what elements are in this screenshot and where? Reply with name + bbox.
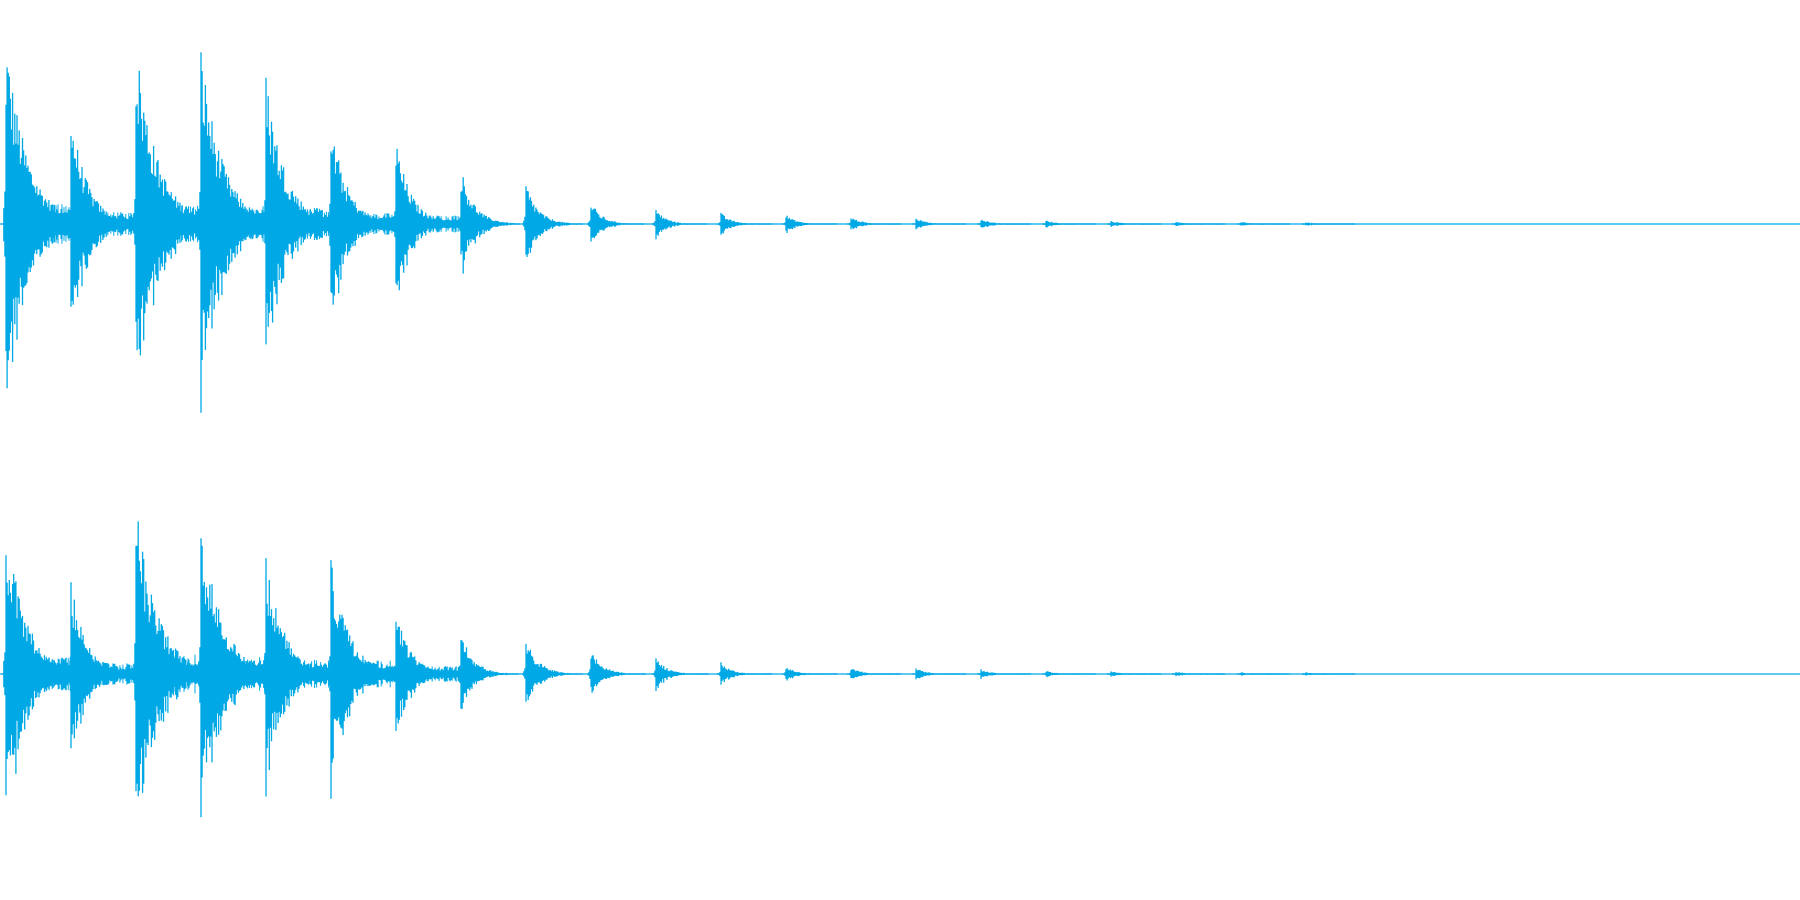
waveform-hit-path [782, 215, 838, 233]
waveform-hit [587, 207, 645, 242]
waveform-hit [782, 215, 838, 233]
waveform-hit-path [1237, 222, 1291, 226]
waveform-hit-path [912, 218, 967, 230]
waveform-hit-path [1042, 671, 1097, 678]
waveform-hit [457, 177, 520, 274]
waveform-hit [67, 582, 139, 749]
waveform-tail-path [293, 660, 332, 688]
waveform-hit [67, 136, 140, 307]
waveform-tail-path [95, 663, 137, 685]
waveform-hit [262, 558, 339, 797]
waveform-hit [717, 212, 773, 235]
waveform-hit [782, 668, 838, 681]
waveform-hit [1302, 222, 1356, 226]
waveform-hit [457, 640, 519, 709]
waveform-hit-path [1042, 220, 1097, 228]
waveform-hit [327, 560, 403, 799]
waveform-hit-path [1302, 222, 1356, 226]
waveform-hit-path [457, 640, 519, 709]
waveform-hit [1042, 220, 1097, 228]
waveform-hit-path [522, 186, 583, 257]
waveform-hit [262, 77, 342, 345]
waveform-hit [977, 669, 1032, 679]
waveform-hit [652, 658, 709, 691]
waveform-hit-path [1172, 672, 1226, 677]
waveform-hit [1042, 671, 1097, 678]
waveform-channel-2[interactable] [0, 450, 1800, 900]
waveform-hit-path [1172, 222, 1226, 226]
waveform-hit [717, 662, 773, 685]
waveform-tail-path [355, 213, 397, 235]
waveform-hit-path [1107, 221, 1162, 227]
waveform-hit [1237, 672, 1291, 676]
waveform-tail-path [96, 212, 137, 236]
waveform-hit-path [457, 177, 520, 274]
waveform-hit-path [717, 212, 773, 235]
waveform-hit [1107, 671, 1162, 677]
waveform-hit [652, 210, 708, 240]
waveform-tail-path [357, 660, 396, 688]
waveform-hit-path [977, 669, 1032, 679]
waveform-tail-path [232, 656, 267, 692]
waveform-hit-path [587, 207, 645, 242]
waveform-hit-path [977, 219, 1032, 228]
waveform-hit [847, 669, 902, 679]
waveform-hit [847, 218, 902, 230]
waveform-hit-path [847, 218, 902, 230]
waveform-hit-path [912, 668, 967, 680]
waveform-tail-path [232, 206, 266, 242]
waveform-hit [392, 148, 461, 291]
waveform-hit-path [1107, 671, 1162, 677]
waveform-hit [587, 655, 646, 693]
waveform-hit [327, 146, 399, 305]
waveform-tail-path [417, 666, 461, 682]
waveform-hit-path [587, 655, 646, 693]
waveform-hit-path [1237, 672, 1291, 676]
waveform-hit [522, 643, 583, 702]
waveform-tail-path [418, 215, 461, 233]
waveform-hit-path [782, 668, 838, 681]
waveform-hit [912, 218, 967, 230]
waveform-hit-path [652, 210, 708, 240]
waveform-hit-path [1302, 672, 1356, 676]
waveform-hit-path [262, 77, 342, 345]
waveform-hit-path [717, 662, 773, 685]
waveform-hit-path [522, 643, 583, 702]
waveform-hit [1172, 672, 1226, 677]
waveform-hit [1107, 221, 1162, 227]
waveform-channel-2-svg [0, 521, 1800, 818]
waveform-hit [1302, 672, 1356, 676]
waveform-channel-1[interactable] [0, 0, 1800, 450]
waveform-hit [1172, 222, 1226, 226]
waveform-hit-path [847, 669, 902, 679]
waveform-channel-1-svg [0, 52, 1800, 413]
waveform-hit-path [652, 658, 709, 691]
waveform-hit [912, 668, 967, 680]
waveform-hit [392, 621, 461, 731]
waveform-tail-path [168, 205, 202, 243]
waveform-hit [977, 219, 1032, 228]
waveform-hit [1237, 222, 1291, 226]
waveform-hit [522, 186, 583, 257]
